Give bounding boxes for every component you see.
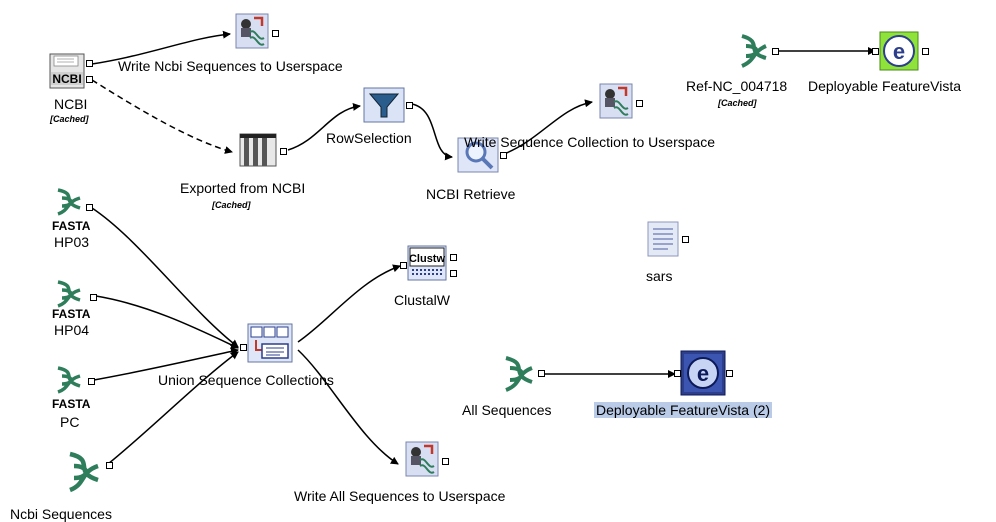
output-port[interactable]	[922, 48, 929, 55]
union-collections-icon	[247, 323, 293, 363]
node-label: Write Sequence Collection to Userspace	[464, 134, 716, 150]
retrieve-magnifier-icon	[457, 137, 499, 173]
node-label: Union Sequence Collections	[158, 372, 334, 388]
output-port[interactable]	[280, 148, 287, 155]
input-port[interactable]	[240, 344, 247, 351]
wire-union-to-clustalw	[297, 264, 401, 343]
input-port[interactable]	[400, 262, 407, 269]
featurevista-e-icon: e	[879, 31, 919, 71]
output-port[interactable]	[450, 270, 457, 277]
wire-hp04-to-union	[95, 295, 239, 349]
node-label: HP03	[54, 234, 90, 250]
node-label: Write All Sequences to Userspace	[294, 488, 506, 504]
cached-tag: [Cached]	[212, 200, 251, 210]
write-to-userspace-icon	[235, 13, 269, 49]
wire-ncbiseqs-to-union	[107, 351, 239, 465]
node-label: Ref-NC_004718	[686, 78, 788, 94]
node-label: NCBI Retrieve	[426, 186, 516, 202]
dna-helix-icon	[505, 356, 533, 392]
cached-tag: [Cached]	[50, 114, 89, 124]
output-port[interactable]	[682, 236, 689, 243]
document-list-icon	[647, 221, 679, 257]
output-port[interactable]	[86, 204, 93, 211]
table-columns-icon	[239, 133, 277, 167]
node-label: HP04	[54, 322, 90, 338]
output-port[interactable]	[86, 76, 93, 83]
input-port[interactable]	[674, 370, 681, 377]
node-label-selected: Deployable FeatureVista (2)	[594, 402, 773, 418]
wire-ncbi-to-exported	[91, 79, 233, 154]
output-port[interactable]	[90, 294, 97, 301]
svg-text:e: e	[893, 39, 905, 64]
fasta-tag: FASTA	[52, 307, 91, 321]
wire-rowselection-to-retrieve	[411, 103, 453, 161]
node-label: Write Ncbi Sequences to Userspace	[118, 58, 343, 74]
output-port[interactable]	[500, 152, 507, 159]
node-label: Exported from NCBI	[180, 180, 306, 196]
output-port[interactable]	[538, 370, 545, 377]
clustalw-badge: Clustw	[409, 253, 446, 265]
filter-funnel-icon	[363, 87, 405, 123]
output-port[interactable]	[88, 378, 95, 385]
dna-helix-icon	[57, 188, 81, 216]
wire-union-to-writeall	[297, 349, 399, 465]
output-port[interactable]	[726, 370, 733, 377]
node-label: All Sequences	[462, 402, 552, 418]
node-label: ClustalW	[394, 292, 451, 308]
dna-helix-icon	[57, 366, 81, 394]
output-port[interactable]	[272, 30, 279, 37]
dna-helix-icon	[741, 34, 767, 68]
input-port[interactable]	[872, 48, 879, 55]
wire-exported-to-rowselection	[287, 102, 361, 151]
dna-helix-icon	[57, 280, 81, 308]
output-port[interactable]	[106, 462, 113, 469]
output-port[interactable]	[772, 48, 779, 55]
output-port[interactable]	[636, 100, 643, 107]
node-label: sars	[646, 268, 673, 284]
node-label: Deployable FeatureVista	[808, 78, 962, 94]
output-port[interactable]	[86, 60, 93, 67]
write-to-userspace-icon	[405, 441, 439, 477]
wire-ncbi-to-write-ncbi	[91, 30, 231, 65]
node-label: PC	[60, 414, 80, 430]
fasta-tag: FASTA	[52, 219, 91, 233]
wire-pc-to-union	[93, 347, 239, 381]
svg-text:e: e	[697, 361, 709, 386]
output-port[interactable]	[442, 458, 449, 465]
output-port[interactable]	[406, 102, 413, 109]
ncbi-database-icon: NCBI	[49, 53, 85, 89]
clustalw-icon: Clustw	[407, 245, 447, 281]
featurevista-e-icon: e	[680, 350, 726, 396]
wire-retrieve-to-write-seqcoll	[503, 99, 593, 155]
wire-hp03-to-union	[91, 207, 239, 348]
fasta-tag: FASTA	[52, 397, 91, 411]
node-label: RowSelection	[326, 130, 412, 146]
output-port[interactable]	[450, 254, 457, 261]
write-to-userspace-icon	[599, 83, 633, 119]
node-label: Ncbi Sequences	[10, 506, 112, 522]
ncbi-badge: NCBI	[52, 72, 81, 86]
dna-helix-icon	[69, 451, 99, 493]
node-label: NCBI	[54, 96, 88, 112]
cached-tag: [Cached]	[718, 98, 757, 108]
